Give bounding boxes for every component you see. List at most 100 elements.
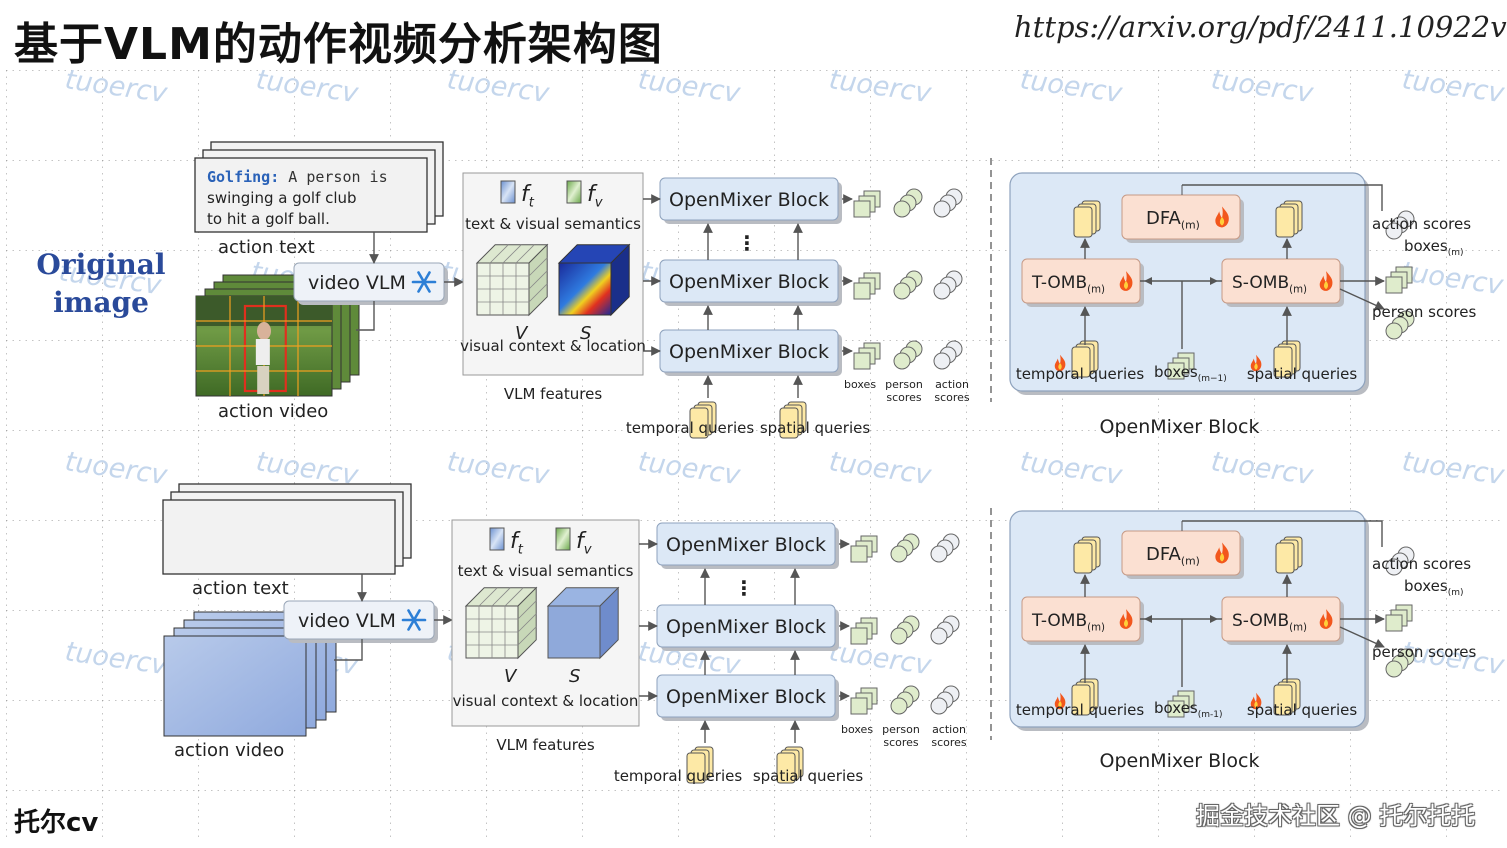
vlm-features-caption: VLM features: [504, 385, 602, 403]
detail-temporal-caption: temporal queries: [1016, 701, 1145, 719]
query-card: [776, 752, 796, 784]
detail-spatial-caption: spatial queries: [1247, 365, 1358, 383]
flame-inner: [1219, 217, 1225, 226]
scores-icon: [930, 615, 960, 645]
temporal-query-state-icon: [1073, 536, 1101, 574]
flame-outer: [1319, 609, 1333, 629]
vlm-features-caption: VLM features: [496, 736, 594, 754]
scores-icon: [933, 270, 963, 300]
query-card: [1273, 346, 1293, 378]
person-scores-caption: person: [885, 378, 923, 391]
action-scores-caption: scores: [931, 736, 967, 749]
flame-icon: [1319, 609, 1333, 629]
flame-outer: [1250, 692, 1262, 710]
feature-bar: [500, 180, 516, 204]
visual-feature-icon: [555, 527, 571, 551]
connector-line: [1182, 520, 1383, 547]
score-pill: [933, 352, 951, 370]
openmixer-block: [659, 177, 842, 224]
output-person-scores: person scores: [1372, 303, 1476, 321]
temporal-queries-caption: temporal queries: [614, 767, 743, 785]
flame-outer: [1250, 354, 1262, 372]
spatial-query-state-icon: [1275, 536, 1303, 574]
scores-icon: [893, 188, 923, 218]
flame-outer: [1215, 542, 1229, 564]
golf-player-image: [195, 295, 333, 397]
grid-line: [528, 270, 548, 290]
flame-icon: [1250, 354, 1262, 372]
action-text-line: swinging a golf club: [207, 189, 357, 207]
flame-icon: [1054, 354, 1066, 372]
boxes-icon: [1385, 266, 1413, 294]
action-scores-caption: scores: [934, 391, 970, 404]
connector-line: [1182, 184, 1383, 211]
scores-icon: [1385, 310, 1415, 340]
box-card: [853, 352, 871, 370]
boxes-icon: [853, 342, 881, 370]
temporal-query-input-icon: [1071, 340, 1099, 378]
box-card: [850, 627, 868, 645]
cube-front: [547, 605, 601, 659]
person-scores-caption: person: [882, 723, 920, 736]
boxes-caption: boxes: [844, 378, 876, 391]
grid-line: [517, 613, 537, 633]
spatial-query-input-icon: [1273, 340, 1301, 378]
query-card: [1275, 542, 1295, 574]
original-label-line-2: image: [53, 286, 149, 319]
visual-feature-label: fv: [587, 182, 603, 211]
spatial-queries-icon: [779, 401, 807, 439]
dfa-block: [1121, 194, 1244, 243]
footer-logo: 托尔cv: [14, 808, 99, 838]
scores-icon: [890, 533, 920, 563]
grid-cube-icon: [464, 586, 538, 660]
tomb-label: T-OMB(m): [1031, 273, 1105, 295]
temporal-queries-caption: temporal queries: [626, 419, 755, 437]
spatial-query-state-icon: [1275, 200, 1303, 238]
video-vlm-label: video VLM: [298, 610, 396, 632]
openmixer-block-label: OpenMixer Block: [666, 686, 826, 708]
video-vlm-box: [293, 262, 448, 305]
ellipsis: ⋮: [734, 576, 754, 600]
flame-icon: [1054, 692, 1066, 710]
openmixer-block-label: OpenMixer Block: [669, 271, 829, 293]
flame-inner: [1323, 281, 1329, 290]
box-card: [1167, 362, 1185, 380]
grid-line: [515, 244, 535, 264]
score-pill: [1385, 660, 1403, 678]
video-vlm-box: [283, 600, 438, 643]
grid-line: [517, 600, 537, 620]
footer-credit: 掘金技术社区 @ 托尔托托: [1196, 802, 1476, 830]
visual-feature-label: fv: [576, 529, 592, 558]
openmixer-block: [656, 522, 839, 569]
score-pill: [933, 282, 951, 300]
box-card: [850, 545, 868, 563]
flame-inner: [1123, 281, 1129, 290]
dfa-block: [1121, 530, 1244, 579]
flame-outer: [1054, 692, 1066, 710]
flame-inner: [1254, 363, 1258, 370]
visual-feature-icon: [566, 180, 582, 204]
query-card: [779, 407, 799, 439]
query-card: [1073, 206, 1093, 238]
box-body: [1121, 194, 1241, 240]
text-feature-icon: [489, 527, 505, 551]
original-label-line-1: Original: [36, 248, 166, 281]
score-pill: [930, 697, 948, 715]
score-pill: [930, 545, 948, 563]
score-pill: [930, 627, 948, 645]
query-card: [1071, 684, 1091, 716]
action-text-content: Golfing: A person is: [207, 168, 388, 186]
location-cube-icon: [546, 586, 620, 660]
dfa-label: DFA(m): [1146, 208, 1200, 232]
action-video-caption: action video: [174, 740, 284, 761]
scores-icon: [1385, 648, 1415, 678]
action-text-line: to hit a golf ball.: [207, 210, 330, 228]
spatial-queries-caption: spatial queries: [753, 767, 864, 785]
v-label: V: [504, 666, 518, 687]
flame-icon: [1215, 542, 1229, 564]
snowflake-icon: [411, 271, 437, 293]
source-url[interactable]: https://arxiv.org/pdf/2411.10922v1: [1014, 10, 1507, 44]
scores-icon: [930, 685, 960, 715]
action-video-caption: action video: [218, 401, 328, 422]
